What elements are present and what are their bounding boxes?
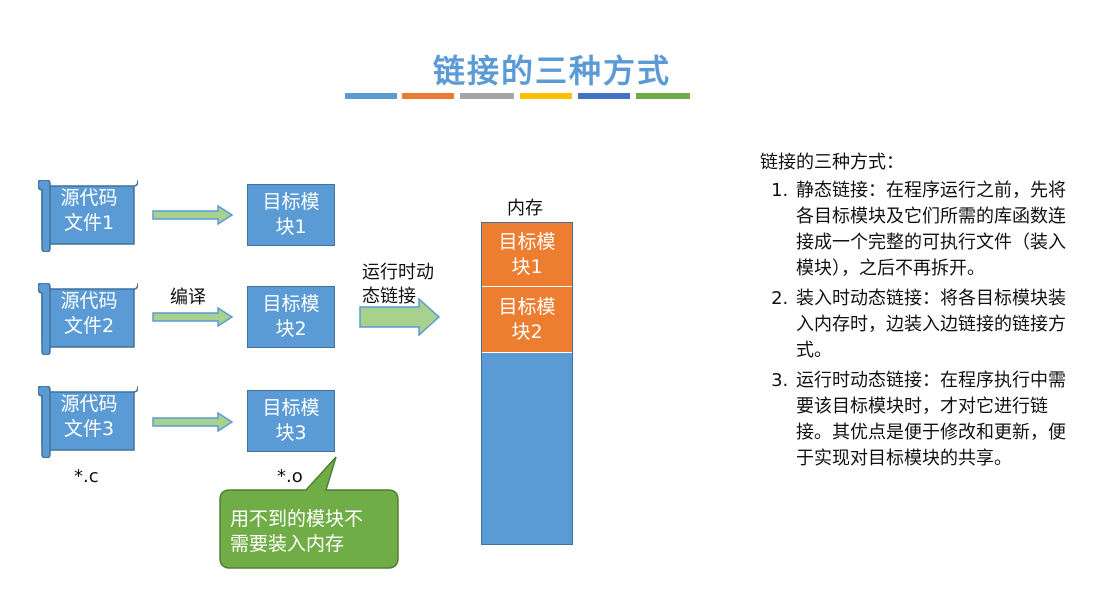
list-item: 装入时动态链接：将各目标模块装入内存时，边装入边链接的链接方式。 xyxy=(794,286,1080,364)
object-module-1: 目标模块1 xyxy=(247,184,335,246)
object-module-1-line1: 目标模 xyxy=(262,191,320,213)
runtime-link-label-line2: 态链接 xyxy=(362,286,416,307)
source-file-1: 源代码文件1 xyxy=(38,180,138,252)
link-methods-list: 静态链接：在程序运行之前，先将各目标模块及它们所需的库函数连接成一个完整的可执行… xyxy=(760,178,1080,472)
memory-segment-1-line1: 目标模 xyxy=(498,230,556,253)
title-underline-2 xyxy=(402,93,454,99)
object-module-3-line2: 块3 xyxy=(275,422,307,444)
callout-shape xyxy=(219,456,399,569)
memory-segment-1: 目标模块1 xyxy=(482,223,572,287)
memory-block: 目标模块1 目标模块2 xyxy=(481,222,573,545)
scroll-shape xyxy=(38,180,138,252)
object-module-2: 目标模块2 xyxy=(247,286,335,348)
compile-arrow-1 xyxy=(152,204,234,226)
compile-arrow-3 xyxy=(152,411,234,433)
memory-segment-2-line2: 块2 xyxy=(511,320,543,343)
list-item: 运行时动态链接：在程序执行中需要该目标模块时，才对它进行链接。其优点是便于修改和… xyxy=(794,368,1080,472)
memory-segment-2: 目标模块2 xyxy=(482,287,572,353)
title-underline-5 xyxy=(578,93,630,99)
title-underline-3 xyxy=(460,93,514,99)
compile-label: 编译 xyxy=(170,287,206,308)
unused-module-callout: 用不到的模块不 需要装入内存 xyxy=(218,455,400,570)
list-item: 静态链接：在程序运行之前，先将各目标模块及它们所需的库函数连接成一个完整的可执行… xyxy=(794,178,1080,282)
source-file-2: 源代码文件2 xyxy=(38,283,138,355)
title-underline-4 xyxy=(520,93,572,99)
page-title: 链接的三种方式 xyxy=(432,52,671,90)
object-module-2-line1: 目标模 xyxy=(262,293,320,315)
object-module-3: 目标模块3 xyxy=(247,390,335,452)
source-file-3-line2: 文件3 xyxy=(63,418,115,440)
object-module-1-line2: 块1 xyxy=(275,216,307,238)
source-file-1-line1: 源代码 xyxy=(60,187,118,209)
memory-segment-2-line1: 目标模 xyxy=(498,295,556,318)
ext-c-label: *.c xyxy=(74,466,99,487)
callout-line1: 用不到的模块不 xyxy=(230,508,364,530)
object-module-3-line1: 目标模 xyxy=(262,397,320,419)
title-underline-6 xyxy=(636,93,690,99)
source-file-1-line2: 文件1 xyxy=(63,212,115,234)
source-file-2-line2: 文件2 xyxy=(63,315,115,337)
object-module-2-line2: 块2 xyxy=(275,318,307,340)
scroll-shape xyxy=(38,386,138,458)
memory-label: 内存 xyxy=(507,198,543,219)
compile-arrow-2 xyxy=(152,306,234,328)
callout-line2: 需要装入内存 xyxy=(230,533,345,555)
explanation-panel: 链接的三种方式： 静态链接：在程序运行之前，先将各目标模块及它们所需的库函数连接… xyxy=(760,150,1080,476)
title-underline-1 xyxy=(345,93,397,99)
scroll-shape xyxy=(38,283,138,355)
panel-heading: 链接的三种方式： xyxy=(760,152,904,173)
source-file-3-line1: 源代码 xyxy=(60,393,118,415)
runtime-link-label-line1: 运行时动 xyxy=(362,262,434,283)
runtime-link-arrow xyxy=(359,298,441,336)
memory-segment-1-line2: 块1 xyxy=(511,255,543,278)
runtime-link-label: 运行时动 态链接 xyxy=(362,261,434,309)
source-file-2-line1: 源代码 xyxy=(60,290,118,312)
source-file-3: 源代码文件3 xyxy=(38,386,138,458)
ext-o-label: *.o xyxy=(277,466,303,487)
